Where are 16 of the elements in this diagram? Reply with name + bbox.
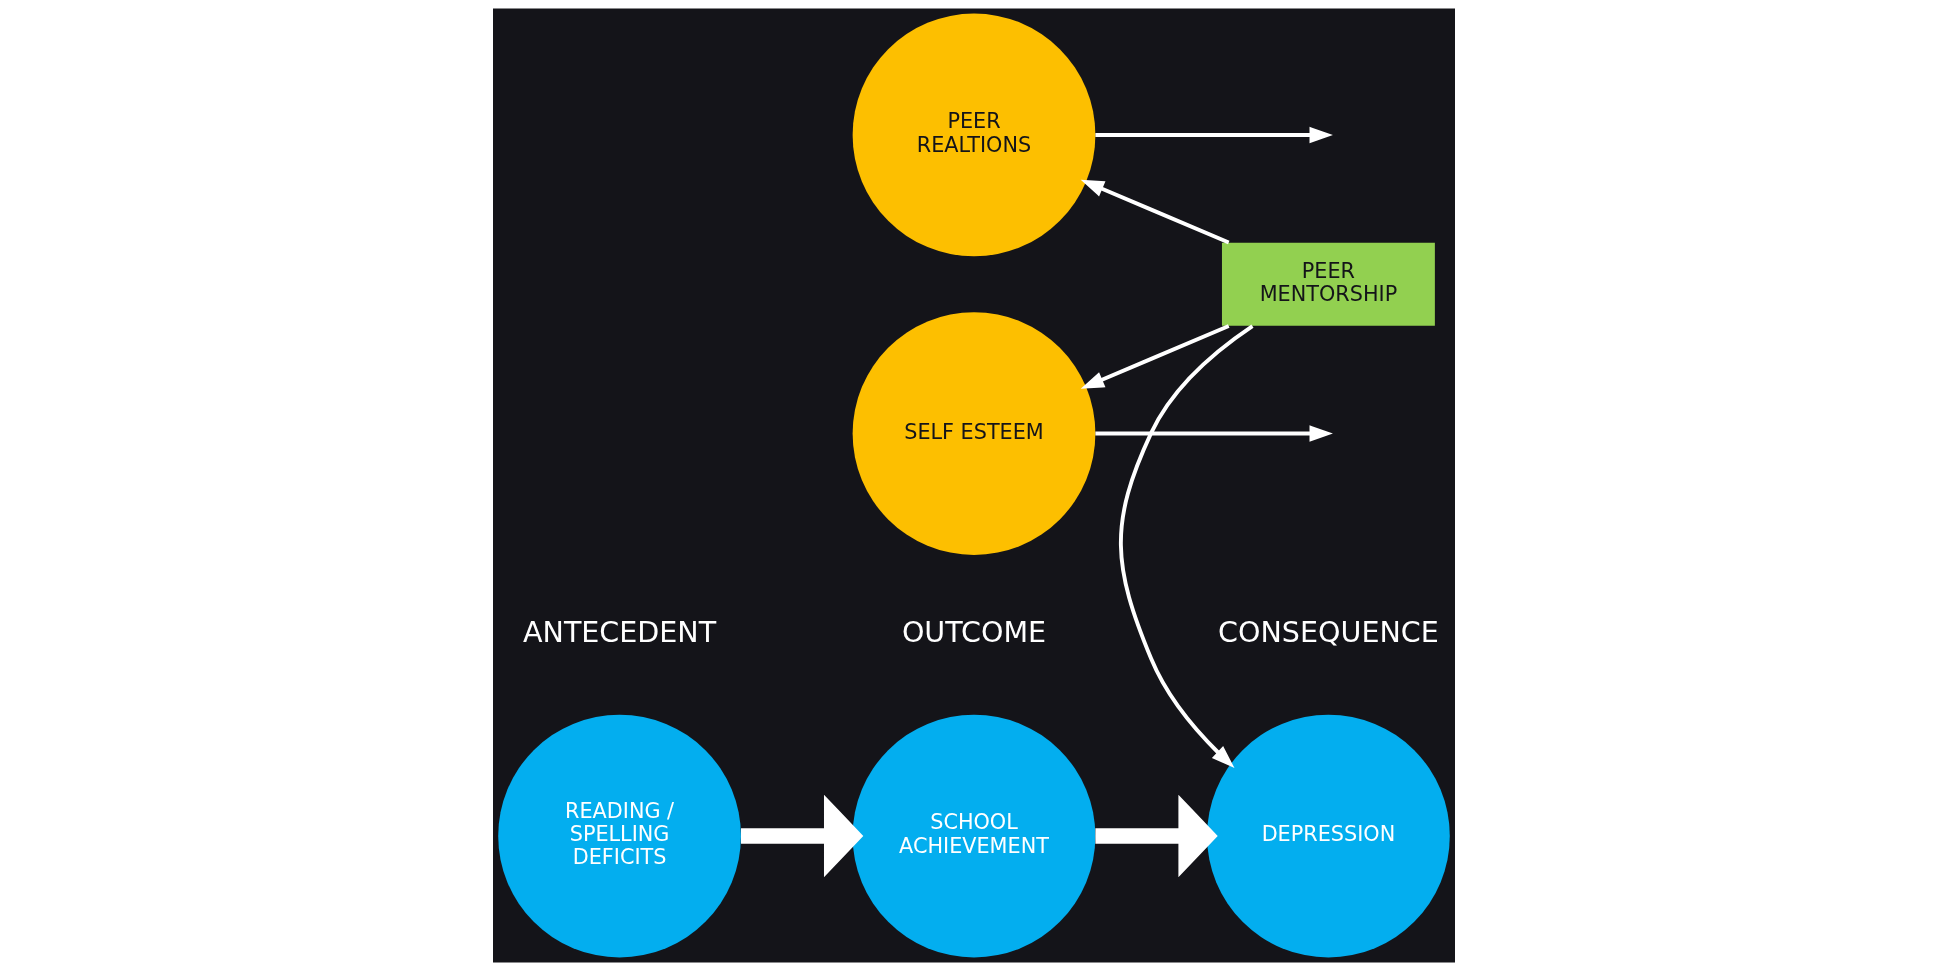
node-circle: READING / SPELLING DEFICITS (497, 714, 741, 958)
node-box: PEER MENTORSHIP (1221, 242, 1435, 326)
arrow (1094, 126, 1333, 144)
node-circle: DEPRESSION (1206, 714, 1450, 958)
label: OUTCOME (901, 615, 1046, 650)
arrow (1118, 324, 1254, 769)
node-circle: SELF ESTEEM (852, 312, 1095, 555)
arrow (1080, 324, 1229, 389)
arrow (1094, 425, 1333, 442)
node-circle: SCHOOL ACHIEVEMENT (852, 714, 1095, 958)
node-circle: PEER REALTIONS (852, 13, 1095, 257)
label: ANTECEDENT (522, 615, 716, 650)
label: CONSEQUENCE (1217, 615, 1439, 650)
arrow (1080, 179, 1229, 245)
arrow (740, 794, 863, 878)
arrow (1094, 794, 1218, 878)
